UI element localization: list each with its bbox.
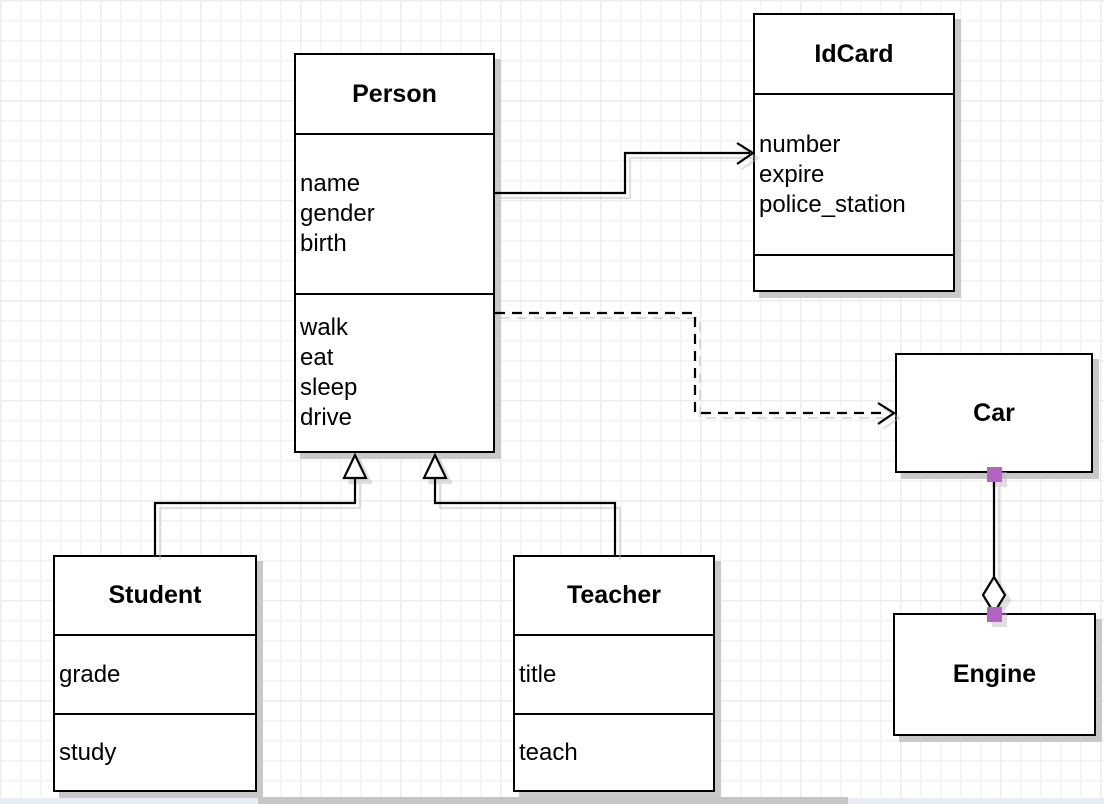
class-car-title: Car — [973, 398, 1015, 427]
attribute: gender — [300, 200, 375, 227]
generalization-teacher-person[interactable] — [422, 452, 617, 555]
hollow-triangle-icon — [342, 452, 368, 480]
class-student[interactable]: Student grade study — [53, 555, 257, 792]
class-student-methods: study — [55, 715, 255, 790]
attribute: police_station — [759, 190, 906, 218]
association-person-idcard[interactable] — [495, 142, 756, 195]
class-student-title: Student — [55, 557, 255, 636]
class-student-attributes: grade — [55, 636, 255, 715]
class-person[interactable]: Person name gender birth walk eat sleep … — [294, 53, 495, 453]
attribute: number — [759, 130, 841, 158]
method: eat — [300, 344, 334, 371]
class-idcard-methods — [755, 256, 953, 290]
class-person-title: Person — [296, 55, 493, 135]
class-engine[interactable]: Engine — [893, 613, 1096, 736]
attribute: grade — [59, 660, 121, 688]
aggregation-car-engine[interactable] — [981, 467, 1007, 622]
attribute: expire — [759, 160, 825, 188]
method: sleep — [300, 374, 358, 401]
attribute: title — [519, 660, 557, 688]
attribute: name — [300, 170, 361, 197]
open-arrow-icon — [877, 402, 897, 425]
generalization-student-person[interactable] — [153, 452, 368, 555]
class-teacher-attributes: title — [515, 636, 713, 715]
class-teacher-title: Teacher — [515, 557, 713, 636]
class-car[interactable]: Car — [895, 353, 1093, 473]
class-idcard-title: IdCard — [755, 15, 953, 95]
class-person-attributes: name gender birth — [296, 135, 493, 295]
class-engine-title: Engine — [952, 660, 1037, 688]
method: walk — [300, 314, 349, 341]
dependency-person-car[interactable] — [495, 311, 897, 425]
class-person-methods: walk eat sleep drive — [296, 295, 493, 451]
attribute: birth — [300, 230, 347, 257]
class-teacher-methods: teach — [515, 715, 713, 790]
horizontal-scrollbar-thumb[interactable] — [258, 797, 848, 804]
class-idcard[interactable]: IdCard number expire police_station — [753, 13, 955, 292]
method: drive — [300, 404, 353, 431]
method: teach — [519, 738, 578, 766]
open-arrow-icon — [736, 142, 756, 165]
method: study — [59, 738, 117, 766]
class-teacher[interactable]: Teacher title teach — [513, 555, 715, 792]
class-idcard-attributes: number expire police_station — [755, 95, 953, 256]
hollow-triangle-icon — [422, 452, 448, 480]
hollow-diamond-icon — [981, 574, 1007, 616]
